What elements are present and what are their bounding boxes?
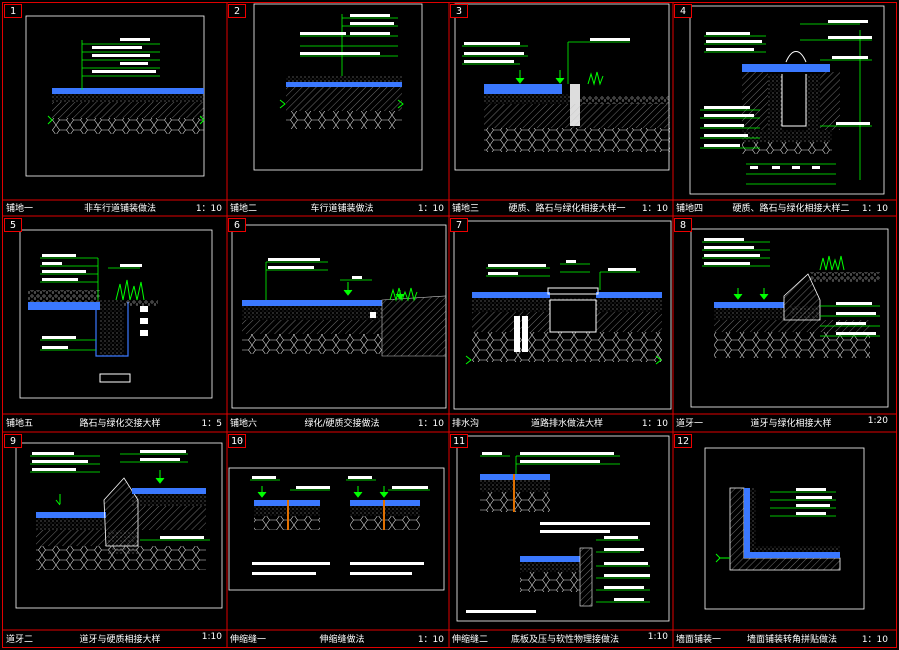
detail-7 (465, 260, 662, 365)
caption-code-9: 道牙二 (6, 635, 34, 645)
cell-number-9: 9 (4, 434, 22, 448)
cell-number-8: 8 (674, 218, 692, 232)
caption-code-10: 伸缩缝一 (230, 635, 267, 645)
caption-title-9: 道牙与硬质相接大样 (79, 635, 161, 645)
caption-scale-3: 1：10 (641, 204, 668, 214)
caption-title-11: 底板及压与软性物理接做法 (510, 635, 619, 645)
caption-scale-11: 1:10 (647, 632, 668, 642)
caption-code-1: 铺地一 (6, 204, 34, 214)
detail-1 (47, 38, 205, 134)
caption-scale-2: 1：10 (417, 204, 444, 214)
detail-10 (250, 476, 430, 575)
caption-code-2: 铺地二 (230, 204, 258, 214)
detail-5 (28, 254, 158, 383)
detail-11 (466, 452, 650, 613)
caption-scale-7: 1：10 (641, 419, 668, 429)
caption-code-8: 道牙一 (676, 419, 704, 429)
detail-9 (30, 450, 210, 570)
caption-scale-6: 1：10 (417, 419, 444, 429)
caption-scale-9: 1:10 (201, 632, 222, 642)
caption-title-10: 伸缩缝做法 (319, 635, 365, 645)
caption-title-6: 绿化/硬质交接做法 (304, 419, 380, 429)
caption-title-5: 路石与绿化交接大样 (79, 419, 161, 429)
cell-number-3: 3 (450, 4, 468, 18)
caption-code-3: 铺地三 (452, 204, 480, 214)
cell-number-7: 7 (450, 218, 468, 232)
cell-number-4: 4 (674, 4, 692, 18)
caption-scale-8: 1:20 (867, 416, 888, 426)
cell-number-6: 6 (228, 218, 246, 232)
caption-title-1: 非车行道铺装做法 (83, 204, 156, 214)
caption-code-4: 铺地四 (676, 204, 704, 214)
caption-title-8: 道牙与绿化相接大样 (750, 419, 832, 429)
caption-scale-10: 1：10 (417, 635, 444, 645)
cell-number-10: 10 (228, 434, 246, 448)
caption-scale-12: 1：10 (861, 635, 888, 645)
caption-scale-5: 1：5 (201, 419, 222, 429)
caption-code-11: 伸缩缝二 (452, 635, 489, 645)
detail-12 (715, 487, 841, 571)
caption-title-4: 硬质、路石与绿化相接大样二 (732, 204, 850, 214)
caption-scale-4: 1：10 (861, 204, 888, 214)
detail-6 (242, 258, 447, 357)
caption-title-7: 道路排水做法大样 (530, 419, 603, 429)
detail-2 (279, 14, 404, 129)
cell-number-2: 2 (228, 4, 246, 18)
caption-code-12: 墙面铺装一 (676, 635, 722, 645)
cell-number-5: 5 (4, 218, 22, 232)
caption-code-6: 铺地六 (230, 419, 258, 429)
caption-scale-1: 1：10 (195, 204, 222, 214)
cell-number-12: 12 (674, 434, 692, 448)
caption-code-5: 铺地五 (6, 419, 34, 429)
viewport-frames (15, 3, 889, 622)
detail-3 (462, 38, 670, 152)
cell-number-1: 1 (4, 4, 22, 18)
caption-title-12: 墙面铺装转角拼贴做法 (746, 635, 837, 645)
cell-number-11: 11 (450, 434, 468, 448)
caption-title-3: 硬质、路石与绿化相接大样一 (508, 204, 626, 214)
caption-code-7: 排水沟 (452, 419, 480, 429)
detail-8 (702, 238, 880, 358)
caption-title-2: 车行道铺装做法 (310, 204, 374, 214)
detail-4 (700, 20, 872, 185)
